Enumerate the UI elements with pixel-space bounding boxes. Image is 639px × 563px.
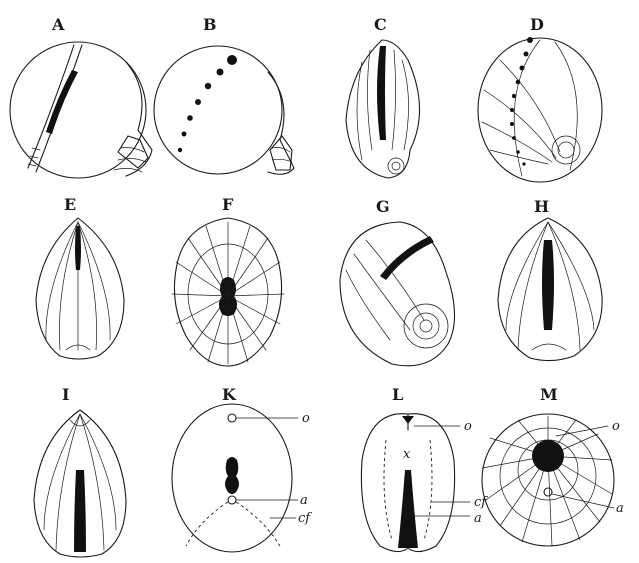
annotation-m-o: o	[612, 419, 620, 434]
figure-i: I	[34, 385, 126, 557]
figure-h: H	[498, 197, 602, 361]
figure-b: B	[154, 15, 294, 174]
label-c: C	[374, 15, 387, 34]
figure-d: D	[478, 15, 602, 182]
figure-l: L o x cf a	[361, 385, 488, 552]
label-k: K	[222, 385, 237, 404]
figure-c: C	[346, 15, 420, 178]
figure-f: F	[172, 195, 284, 366]
label-l: L	[392, 385, 403, 404]
label-i: I	[62, 385, 69, 404]
label-a: A	[51, 15, 65, 34]
annotation-l-x: x	[403, 447, 411, 462]
annotation-l-a: a	[474, 511, 482, 526]
label-d: D	[530, 15, 544, 34]
annotation-k-a: a	[300, 493, 308, 508]
label-m: M	[540, 385, 558, 404]
figure-g: G	[340, 197, 455, 366]
label-b: B	[203, 15, 217, 34]
figure-k: K o a cf	[172, 385, 312, 552]
label-g: G	[376, 197, 390, 216]
label-h: H	[534, 197, 549, 216]
annotation-k-o: o	[302, 411, 310, 426]
annotation-k-cf: cf	[298, 511, 312, 526]
figure-e: E	[36, 195, 124, 359]
annotation-l-o: o	[464, 419, 472, 434]
annotation-m-a: a	[616, 501, 624, 516]
label-e: E	[64, 195, 76, 214]
label-f: F	[222, 195, 234, 214]
figure-m: M o a	[482, 385, 624, 546]
figure-a: A	[10, 15, 152, 178]
